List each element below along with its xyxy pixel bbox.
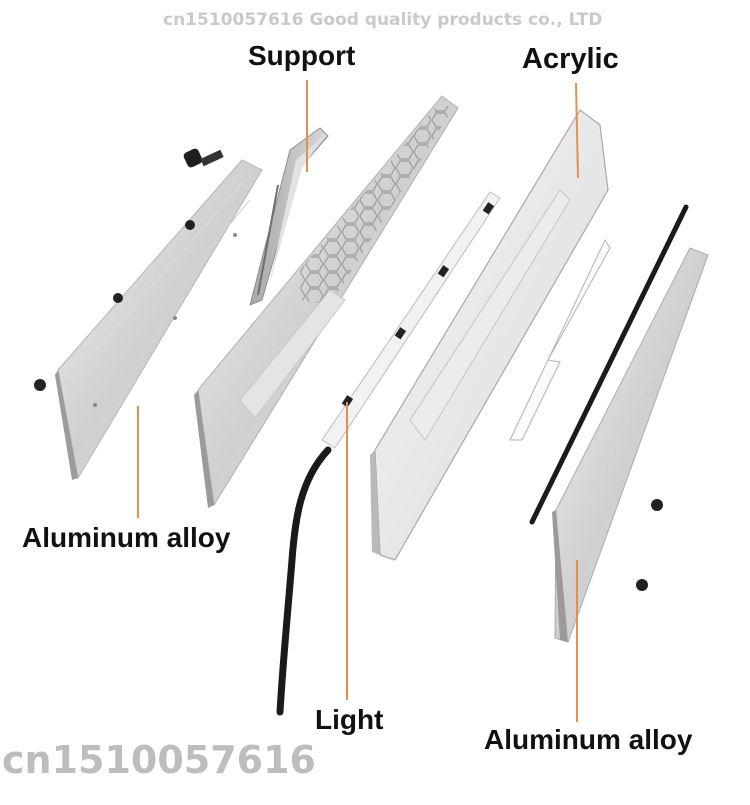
label-support: Support xyxy=(248,40,356,71)
diffuser-insert xyxy=(509,238,611,441)
right-aluminum-plate xyxy=(552,247,709,643)
label-aluminum-alloy-right: Aluminum alloy xyxy=(484,724,693,755)
screw xyxy=(34,220,663,591)
left-aluminum-plate xyxy=(55,159,263,480)
support-bracket xyxy=(249,127,329,306)
leader-lines xyxy=(137,80,579,722)
watermark-bottom: cn1510057616 xyxy=(2,738,316,782)
label-light: Light xyxy=(315,704,384,735)
label-acrylic: Acrylic xyxy=(522,43,619,75)
thumb-screw xyxy=(183,148,224,168)
leader-line-acrylic xyxy=(575,82,579,179)
black-divider-rod xyxy=(529,204,689,525)
acrylic-panel xyxy=(370,109,609,561)
hex-mesh-plate xyxy=(194,95,459,508)
led-light-strip xyxy=(276,191,501,716)
watermark-top: cn1510057616 Good quality products co., … xyxy=(163,10,603,30)
label-aluminum-alloy-left: Aluminum alloy xyxy=(22,522,231,553)
